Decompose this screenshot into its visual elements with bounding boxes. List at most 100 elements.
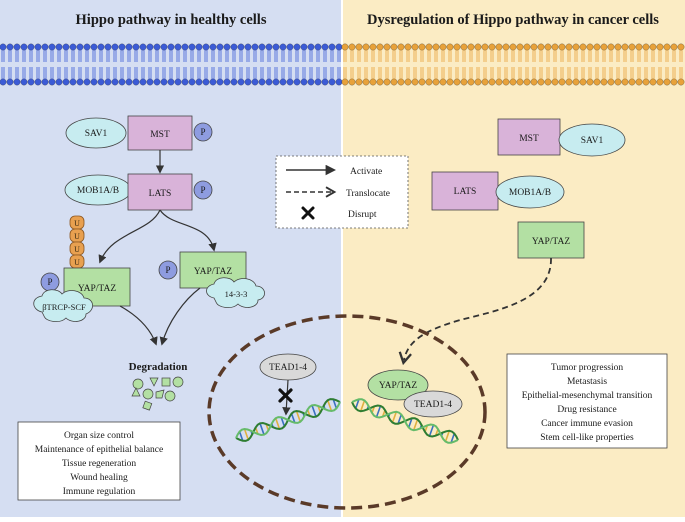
healthy-lipid-head-top — [146, 43, 154, 51]
cancer-lipid-head-bottom — [418, 78, 426, 86]
cancer-lipid-tail-bottom — [350, 67, 354, 79]
healthy-lipid-tail-top — [29, 50, 33, 62]
healthy-lipid-tail-bottom — [302, 67, 306, 79]
healthy-lipid-tail-bottom — [22, 67, 26, 79]
cancer-lipid-tail-bottom — [518, 67, 522, 79]
fragment-4 — [172, 376, 184, 388]
healthy-lipid-head-bottom — [265, 78, 273, 86]
cancer-lipid-tail-top — [630, 50, 634, 62]
healthy-lipid-tail-top — [246, 50, 250, 62]
healthy-lipid-head-bottom — [104, 78, 112, 86]
healthy-lipid-tail-top — [309, 50, 313, 62]
cancer-lipid-head-top — [418, 43, 426, 51]
healthy-lipid-tail-top — [316, 50, 320, 62]
healthy-lipid-head-bottom — [286, 78, 294, 86]
cancer-lipid-head-bottom — [565, 78, 573, 86]
healthy-lipid-tail-bottom — [183, 67, 187, 79]
cancer-lipid-tail-top — [546, 50, 550, 62]
cancer-lipid-tail-bottom — [616, 67, 620, 79]
cancer-lipid-tail-bottom — [525, 67, 529, 79]
cancer-lipid-tail-bottom — [357, 67, 361, 79]
cancer-lipid-head-top — [404, 43, 412, 51]
cancer-lipid-head-top — [649, 43, 657, 51]
cancer-lipid-tail-top — [560, 50, 564, 62]
cancer-lipid-tail-top — [539, 50, 543, 62]
cancer-lipid-tail-top — [658, 50, 662, 62]
cancer-lipid-tail-bottom — [511, 67, 515, 79]
cancer-lipid-tail-bottom — [609, 67, 613, 79]
healthy-lipid-tail-bottom — [204, 67, 208, 79]
healthy-lipid-tail-top — [15, 50, 19, 62]
healthy-lipid-tail-top — [113, 50, 117, 62]
arrow-lats-yap-right — [159, 209, 217, 252]
nucleus-envelope — [207, 314, 487, 510]
healthy-outcomes-box — [17, 421, 181, 501]
healthy-lipid-tail-top — [22, 50, 26, 62]
healthy-lipid-head-top — [335, 43, 343, 51]
healthy-lipid-tail-bottom — [99, 67, 103, 79]
lats-label-left: LATS — [149, 189, 172, 199]
healthy-lipid-head-bottom — [181, 78, 189, 86]
healthy-lipid-tail-bottom — [239, 67, 243, 79]
healthy-lipid-head-top — [314, 43, 322, 51]
fragment-8 — [164, 390, 176, 402]
cancer-lipid-tail-top — [434, 50, 438, 62]
cancer-lipid-tail-bottom — [490, 67, 494, 79]
mob-node-right — [495, 175, 565, 209]
cancer-lipid-tail-bottom — [371, 67, 375, 79]
cancer-lipid-tail-top — [483, 50, 487, 62]
cancer-lipid-tail-bottom — [462, 67, 466, 79]
cancer-lipid-tail-bottom — [553, 67, 557, 79]
cancer-lipid-head-bottom — [488, 78, 496, 86]
cancer-lipid-head-top — [390, 43, 398, 51]
ubiquitin-3-label: U — [74, 245, 80, 254]
healthy-lipid-tail-top — [71, 50, 75, 62]
cancer-lipid-tail-bottom — [455, 67, 459, 79]
cancer-lipid-head-bottom — [369, 78, 377, 86]
healthy-lipid-head-top — [132, 43, 140, 51]
healthy-lipid-tail-bottom — [190, 67, 194, 79]
cancer-lipid-tail-bottom — [406, 67, 410, 79]
healthy-lipid-head-top — [237, 43, 245, 51]
cancer-lipid-head-top — [383, 43, 391, 51]
cancer-lipid-head-bottom — [516, 78, 524, 86]
healthy-lipid-tail-bottom — [113, 67, 117, 79]
healthy-lipid-head-top — [174, 43, 182, 51]
cancer-lipid-tail-bottom — [497, 67, 501, 79]
cancer-lipid-tail-top — [392, 50, 396, 62]
healthy-lipid-tail-top — [155, 50, 159, 62]
mob-label-left: MOB1A/B — [77, 186, 119, 196]
healthy-lipid-tail-top — [50, 50, 54, 62]
healthy-lipid-head-bottom — [0, 78, 7, 86]
healthy-lipid-tail-top — [134, 50, 138, 62]
cancer-lipid-tail-bottom — [427, 67, 431, 79]
cancer-lipid-head-top — [453, 43, 461, 51]
healthy-lipid-head-bottom — [174, 78, 182, 86]
healthy-lipid-head-top — [258, 43, 266, 51]
healthy-lipid-head-bottom — [48, 78, 56, 86]
healthy-lipid-head-top — [118, 43, 126, 51]
healthy-lipid-head-top — [160, 43, 168, 51]
cancer-lipid-tail-bottom — [539, 67, 543, 79]
healthy-lipid-head-bottom — [55, 78, 63, 86]
dna-right-base-pair — [412, 419, 419, 431]
cancer-lipid-head-top — [446, 43, 454, 51]
healthy-lipid-head-bottom — [328, 78, 336, 86]
cancer-lipid-head-bottom — [509, 78, 517, 86]
dna-left-base-pair — [332, 398, 338, 409]
disrupt-mark-icon — [278, 388, 293, 403]
cancer-lipid-head-top — [397, 43, 405, 51]
dna-left-strand-b — [235, 401, 341, 439]
cancer-lipid-tail-top — [378, 50, 382, 62]
cancer-lipid-tail-top — [462, 50, 466, 62]
cancer-lipid-tail-top — [490, 50, 494, 62]
healthy-lipid-tail-bottom — [330, 67, 334, 79]
cancer-lipid-head-bottom — [537, 78, 545, 86]
healthy-lipid-tail-bottom — [148, 67, 152, 79]
cancer-lipid-head-top — [586, 43, 594, 51]
cancer-lipid-head-bottom — [495, 78, 503, 86]
dna-right-base-pair — [397, 414, 403, 424]
cancer-lipid-head-top — [348, 43, 356, 51]
cancer-lipid-head-bottom — [362, 78, 370, 86]
cell-membrane-cancer — [341, 43, 685, 86]
